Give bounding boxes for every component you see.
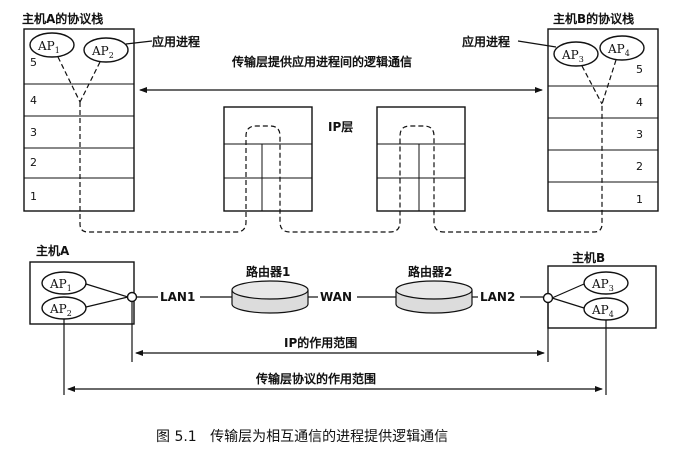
host-b-label: 主机B (572, 250, 605, 265)
stack-a-layer-2: 2 (30, 156, 37, 169)
stack-a-title: 主机A的协议栈 (22, 11, 103, 26)
stack-a-layer-4: 4 (30, 94, 37, 107)
app-process-label-b: 应用进程 (462, 34, 510, 49)
stack-a-layer-5: 5 (30, 56, 37, 69)
ap4-top: AP4 (607, 42, 630, 58)
stack-b-layer-4: 4 (636, 96, 643, 109)
transport-scope-label: 传输层协议的作用范围 (255, 371, 376, 386)
router-2 (395, 280, 473, 314)
port-b (542, 292, 554, 304)
ap3-top: AP3 (561, 48, 584, 64)
router1-label: 路由器1 (246, 264, 290, 279)
data-path (79, 102, 603, 233)
ap1-bottom: AP1 (49, 277, 72, 293)
figure-caption: 图 5.1 传输层为相互通信的进程提供逻辑通信 (156, 429, 448, 445)
ap1-top: AP1 (37, 39, 60, 55)
ip-scope-label: IP的作用范围 (284, 335, 357, 350)
lan2-label: LAN2 (480, 290, 515, 304)
stack-a: 5 4 3 2 1 AP1 AP2 (23, 28, 135, 212)
ap4-bottom: AP4 (591, 303, 614, 319)
stack-b-layer-3: 3 (636, 128, 643, 141)
ip-layer-label: IP层 (328, 120, 353, 134)
stack-a-layer-1: 1 (30, 190, 37, 203)
router2-label: 路由器2 (408, 264, 452, 279)
stack-b: 5 4 3 2 1 AP3 AP4 (547, 28, 659, 212)
stack-b-layer-1: 1 (636, 193, 643, 206)
router-stack-2 (376, 106, 466, 212)
ap2-top: AP2 (91, 44, 114, 60)
stack-b-title: 主机B的协议栈 (553, 11, 634, 26)
router-1 (231, 280, 309, 314)
host-b: AP3 AP4 (542, 265, 657, 329)
ap2-bottom: AP2 (49, 302, 72, 318)
host-a-label: 主机A (36, 243, 70, 258)
transport-logic-label: 传输层提供应用进程间的逻辑通信 (231, 54, 412, 69)
app-process-label-a: 应用进程 (152, 34, 200, 49)
lan1-label: LAN1 (160, 290, 195, 304)
host-a: AP1 AP2 (29, 261, 138, 325)
ap3-bottom: AP3 (591, 277, 614, 293)
stack-b-layer-5: 5 (636, 63, 643, 76)
stack-b-layer-2: 2 (636, 160, 643, 173)
port-a (126, 291, 138, 303)
wan-label: WAN (320, 290, 352, 304)
router-stack-1 (223, 106, 313, 212)
stack-a-layer-3: 3 (30, 126, 37, 139)
